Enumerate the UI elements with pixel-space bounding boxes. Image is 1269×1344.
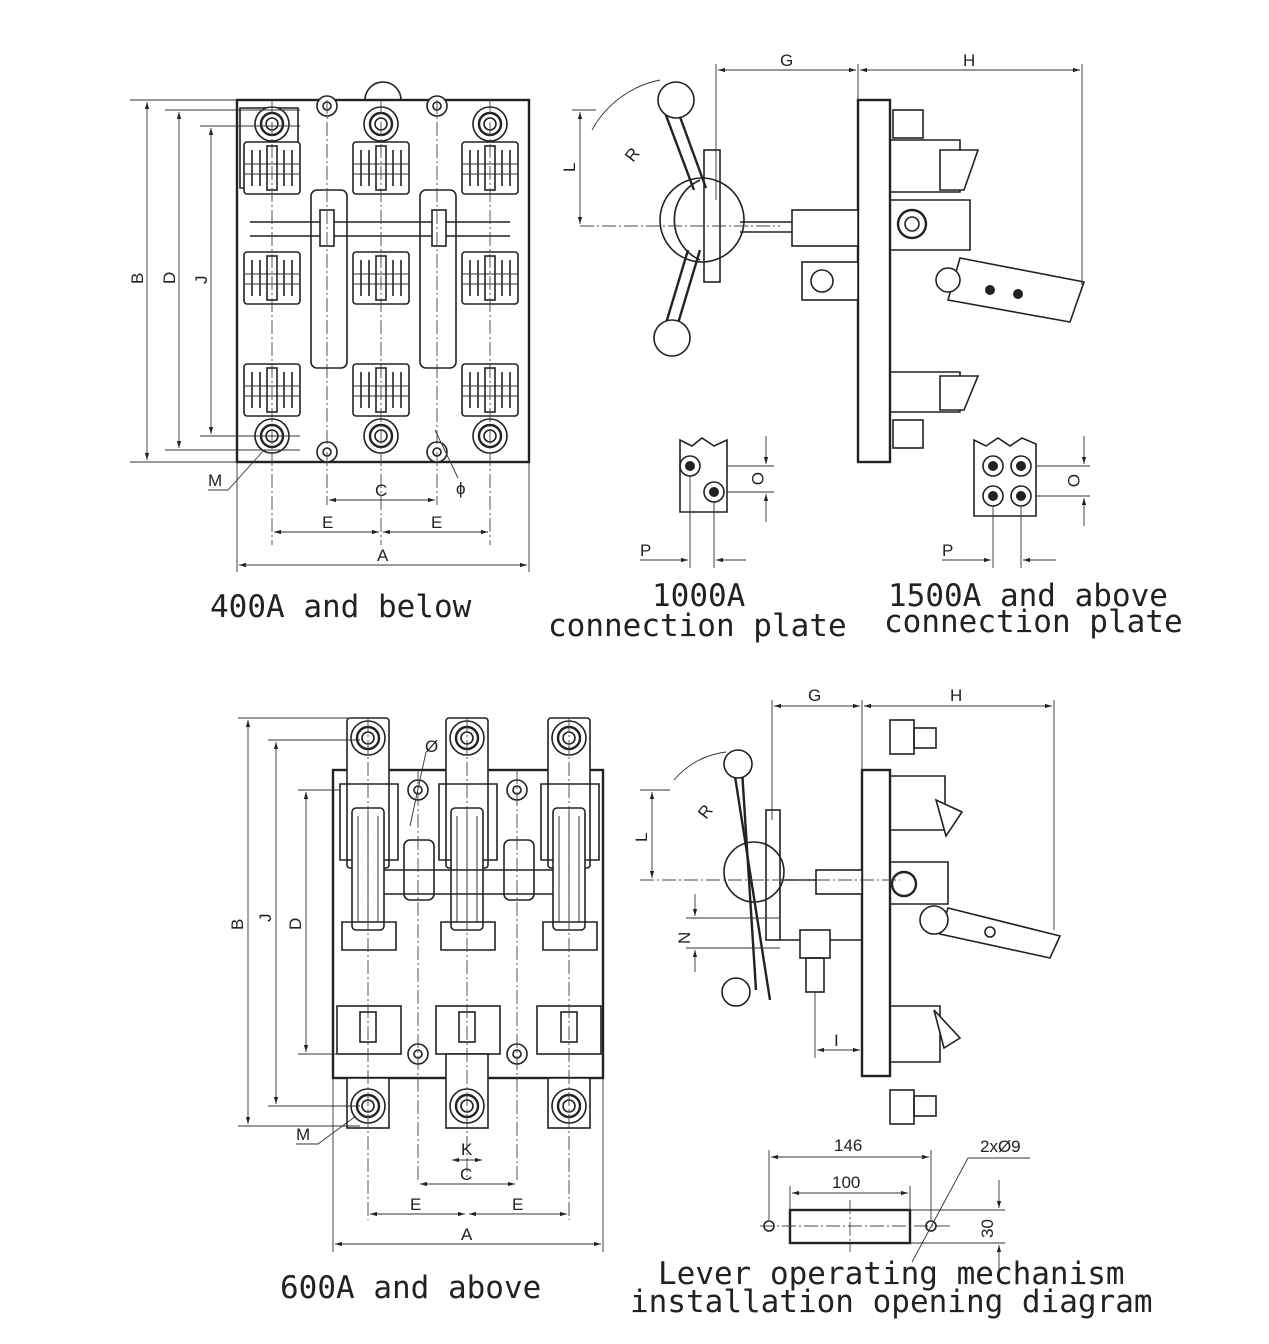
dim-label-a-600: A bbox=[461, 1225, 473, 1244]
dim-label-j-600: J bbox=[256, 914, 275, 923]
dim-label-g-top: G bbox=[780, 51, 793, 70]
caption-1000a-line1: 1000A bbox=[652, 578, 746, 614]
dim-label-phi-600: Ø bbox=[425, 737, 438, 756]
drawing-600a: B J D K C E E A M Ø bbox=[228, 717, 605, 1252]
dim-label-p-1000: P bbox=[640, 541, 651, 560]
caption-1500a-line2: connection plate bbox=[884, 604, 1183, 640]
caption-1500a-line1: 1500A and above bbox=[888, 578, 1168, 614]
dim-label-e-right: E bbox=[431, 513, 442, 532]
dim-label-e-left: E bbox=[322, 513, 333, 532]
dim-label-l-bottom: L bbox=[632, 833, 651, 842]
dim-label-o-1000: O bbox=[748, 472, 767, 485]
dim-label-m: M bbox=[208, 471, 222, 490]
dim-value-holes: 2xØ9 bbox=[980, 1137, 1021, 1156]
dim-label-m-600: M bbox=[296, 1125, 310, 1144]
caption-lever-line1: Lever operating mechanism bbox=[658, 1256, 1125, 1292]
dim-label-k: K bbox=[461, 1140, 473, 1159]
dim-label-b-600: B bbox=[228, 919, 247, 930]
dim-label-j: J bbox=[192, 276, 211, 285]
side-view-top: R L G H bbox=[560, 51, 1086, 464]
dim-label-h-top: H bbox=[963, 51, 975, 70]
dim-label-g-bottom: G bbox=[808, 686, 821, 705]
dim-label-c: C bbox=[375, 481, 387, 500]
dim-label-p-1500: P bbox=[942, 541, 953, 560]
dim-label-d: D bbox=[160, 272, 179, 284]
dim-label-r-top: R bbox=[621, 144, 644, 165]
pole-middle-600 bbox=[435, 717, 501, 1129]
caption-1000a-line2: connection plate bbox=[548, 608, 847, 644]
connection-plate-1000a: O P bbox=[640, 436, 774, 568]
dim-label-i: I bbox=[834, 1031, 839, 1050]
opening-diagram: 146 100 30 2xØ9 bbox=[760, 1136, 1030, 1272]
drawing-400a: B D J C E E A M ϕ bbox=[128, 81, 531, 572]
dim-label-e-600-right: E bbox=[512, 1195, 523, 1214]
dim-label-e-600-left: E bbox=[410, 1195, 421, 1214]
dim-label-b: B bbox=[128, 273, 147, 284]
pole-left-600 bbox=[336, 717, 402, 1129]
dim-value-146: 146 bbox=[834, 1136, 862, 1155]
pole-left bbox=[239, 105, 301, 455]
caption-400a: 400A and below bbox=[210, 589, 472, 625]
side-view-bottom: R L N I G H bbox=[632, 686, 1062, 1125]
dim-label-d-600: D bbox=[286, 918, 305, 930]
dim-label-c-600: C bbox=[460, 1165, 472, 1184]
caption-lever-line2: installation opening diagram bbox=[630, 1284, 1153, 1320]
dim-value-30: 30 bbox=[978, 1219, 997, 1238]
dim-label-r-bottom: R bbox=[694, 801, 717, 822]
dim-label-l-top: L bbox=[560, 163, 579, 172]
dim-label-phi: ϕ bbox=[456, 479, 466, 498]
caption-600a: 600A and above bbox=[280, 1270, 541, 1306]
dim-label-h-bottom: H bbox=[950, 686, 962, 705]
connection-plate-1500a: O P bbox=[942, 436, 1090, 568]
dim-value-100: 100 bbox=[832, 1173, 860, 1192]
dim-label-n: N bbox=[675, 932, 694, 944]
dim-label-a: A bbox=[377, 546, 389, 565]
dim-label-o-1500: O bbox=[1064, 474, 1083, 487]
